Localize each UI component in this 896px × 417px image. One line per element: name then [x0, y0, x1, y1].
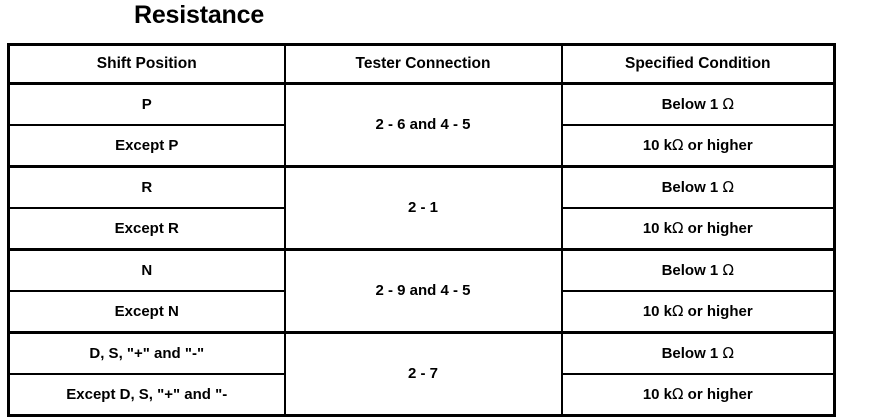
table-row: Except P 10 kΩ or higher	[7, 124, 836, 168]
column-header-shift-position: Shift Position	[7, 43, 286, 85]
resistance-spec-page: Resistance Shift Position Tester Connect…	[7, 1, 836, 417]
table-body: P 2 - 6 and 4 - 5 Below 1 Ω Except P 10 …	[7, 82, 836, 417]
cell-specified-condition: Below 1 Ω	[560, 248, 836, 292]
column-header-tester-connection: Tester Connection	[283, 43, 563, 85]
ohm-symbol-icon: Ω	[672, 385, 684, 403]
ohm-symbol-icon: Ω	[672, 136, 684, 154]
cell-shift-position: Except R	[7, 207, 286, 251]
condition-suffix: or higher	[683, 137, 753, 154]
cell-shift-position: R	[7, 165, 286, 209]
cell-specified-condition: Below 1 Ω	[560, 82, 836, 126]
cell-specified-condition: Below 1 Ω	[560, 331, 836, 375]
condition-suffix: or higher	[683, 220, 753, 237]
condition-prefix: 10 k	[642, 386, 673, 403]
condition-prefix: 10 k	[642, 303, 673, 320]
ohm-symbol-icon: Ω	[672, 302, 684, 320]
cell-shift-position: Except P	[7, 124, 286, 168]
cell-specified-condition: 10 kΩ or higher	[560, 290, 836, 334]
page-title: Resistance	[134, 1, 265, 29]
table-row: P 2 - 6 and 4 - 5 Below 1 Ω	[7, 82, 836, 168]
table-row: Except R 10 kΩ or higher	[7, 207, 836, 251]
cell-shift-position: N	[7, 248, 286, 292]
table-row: D, S, "+" and "-" 2 - 7 Below 1 Ω	[7, 331, 836, 417]
resistance-table: Shift Position Tester Connection Specifi…	[7, 43, 836, 417]
cell-specified-condition: 10 kΩ or higher	[560, 373, 836, 417]
condition-prefix: Below 1	[661, 96, 723, 113]
cell-tester-connection: 2 - 9 and 4 - 5	[283, 248, 563, 334]
cell-tester-connection: 2 - 1	[283, 165, 563, 251]
table-header: Shift Position Tester Connection Specifi…	[7, 43, 836, 85]
cell-specified-condition: 10 kΩ or higher	[560, 207, 836, 251]
cell-tester-connection: 2 - 6 and 4 - 5	[283, 82, 563, 168]
cell-shift-position: Except D, S, "+" and "-	[7, 373, 286, 417]
ohm-symbol-icon: Ω	[722, 344, 734, 362]
resistance-table-container: Shift Position Tester Connection Specifi…	[7, 43, 836, 417]
cell-shift-position: D, S, "+" and "-"	[7, 331, 286, 375]
table-row: Except N 10 kΩ or higher	[7, 290, 836, 334]
ohm-symbol-icon: Ω	[722, 95, 734, 113]
condition-suffix: or higher	[683, 303, 753, 320]
cell-specified-condition: 10 kΩ or higher	[560, 124, 836, 168]
condition-prefix: Below 1	[661, 262, 723, 279]
cell-shift-position: P	[7, 82, 286, 126]
ohm-symbol-icon: Ω	[672, 219, 684, 237]
cell-shift-position: Except N	[7, 290, 286, 334]
ohm-symbol-icon: Ω	[722, 261, 734, 279]
table-row: N 2 - 9 and 4 - 5 Below 1 Ω	[7, 248, 836, 334]
cell-specified-condition: Below 1 Ω	[560, 165, 836, 209]
table-row: R 2 - 1 Below 1 Ω	[7, 165, 836, 251]
condition-prefix: 10 k	[642, 137, 673, 154]
column-header-specified-condition: Specified Condition	[560, 43, 836, 85]
cell-tester-connection: 2 - 7	[283, 331, 563, 417]
condition-prefix: Below 1	[661, 345, 723, 362]
condition-prefix: Below 1	[661, 179, 723, 196]
table-header-row: Shift Position Tester Connection Specifi…	[7, 43, 836, 85]
ohm-symbol-icon: Ω	[722, 178, 734, 196]
condition-suffix: or higher	[683, 386, 753, 403]
condition-prefix: 10 k	[642, 220, 673, 237]
